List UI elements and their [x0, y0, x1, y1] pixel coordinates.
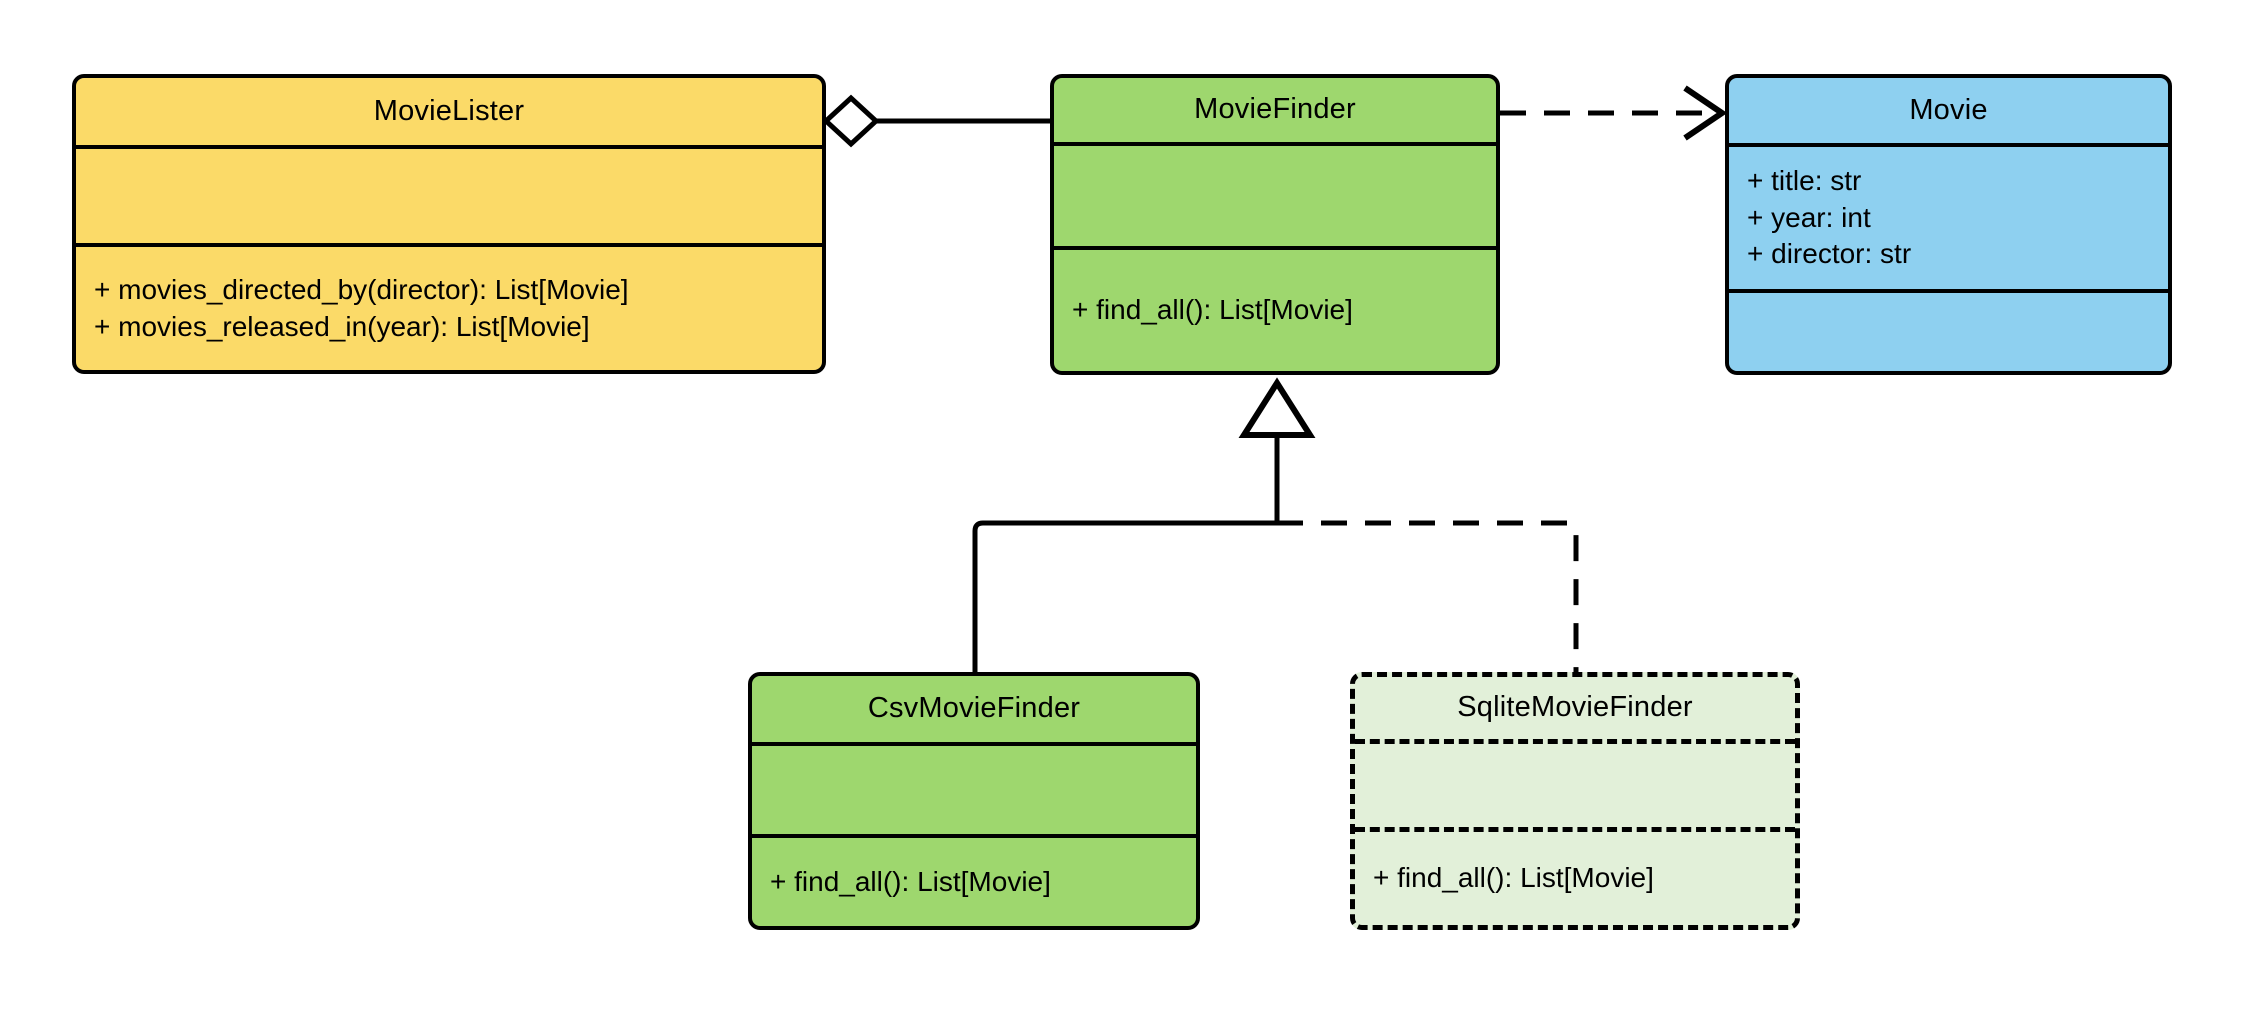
- generalization-branch-csvmoviefinder: [972, 520, 1277, 672]
- class-methods-compartment-csvmoviefinder: + find_all(): List[Movie]: [752, 834, 1196, 926]
- method-item: + find_all(): List[Movie]: [1072, 294, 1353, 326]
- class-name-label: MovieFinder: [1194, 93, 1356, 126]
- class-attributes-compartment-movie: + title: str + year: int + director: str: [1729, 143, 2168, 289]
- generalization-edge-group: [972, 377, 1579, 672]
- attribute-item: + director: str: [1747, 238, 1912, 270]
- class-name-compartment-movielister: MovieLister: [76, 78, 822, 145]
- method-item: + find_all(): List[Movie]: [770, 865, 1051, 897]
- class-box-csvmoviefinder[interactable]: CsvMovieFinder + find_all(): List[Movie]: [748, 672, 1200, 930]
- attribute-item: + year: int: [1747, 201, 1871, 233]
- hollow-diamond-marker: [822, 94, 880, 148]
- class-box-sqlitemoviefinder[interactable]: SqliteMovieFinder + find_all(): List[Mov…: [1350, 672, 1800, 930]
- class-name-compartment-csvmoviefinder: CsvMovieFinder: [752, 676, 1196, 742]
- class-methods-compartment-movie: [1729, 289, 2168, 371]
- hollow-triangle-marker: [1238, 377, 1316, 438]
- class-box-movie[interactable]: Movie + title: str + year: int + directo…: [1725, 74, 2172, 375]
- class-name-label: CsvMovieFinder: [867, 692, 1081, 725]
- method-item: + find_all(): List[Movie]: [1373, 862, 1654, 894]
- dependency-edge-moviefinder-movie: [1500, 85, 1728, 141]
- attribute-item: + title: str: [1747, 164, 1862, 196]
- open-arrow-marker: [1683, 85, 1728, 141]
- class-name-label: SqliteMovieFinder: [1457, 691, 1693, 724]
- class-name-compartment-sqlitemoviefinder: SqliteMovieFinder: [1355, 677, 1795, 739]
- class-name-label: Movie: [1909, 93, 1988, 126]
- class-name-label: MovieLister: [373, 94, 525, 127]
- aggregation-edge-movielister-moviefinder: [822, 94, 1050, 148]
- class-box-movielister[interactable]: MovieLister + movies_directed_by(directo…: [72, 74, 826, 374]
- class-name-compartment-moviefinder: MovieFinder: [1054, 78, 1496, 142]
- class-methods-compartment-sqlitemoviefinder: + find_all(): List[Movie]: [1355, 827, 1795, 925]
- method-item: + movies_directed_by(director): List[Mov…: [94, 273, 629, 305]
- class-box-moviefinder[interactable]: MovieFinder + find_all(): List[Movie]: [1050, 74, 1500, 375]
- method-item: + movies_released_in(year): List[Movie]: [94, 310, 590, 342]
- class-attributes-compartment-movielister: [76, 145, 822, 243]
- class-attributes-compartment-sqlitemoviefinder: [1355, 739, 1795, 827]
- class-attributes-compartment-csvmoviefinder: [752, 742, 1196, 834]
- generalization-branch-sqlitemoviefinder: [1277, 520, 1579, 672]
- class-methods-compartment-moviefinder: + find_all(): List[Movie]: [1054, 246, 1496, 371]
- class-methods-compartment-movielister: + movies_directed_by(director): List[Mov…: [76, 243, 822, 370]
- class-name-compartment-movie: Movie: [1729, 78, 2168, 143]
- class-attributes-compartment-moviefinder: [1054, 142, 1496, 246]
